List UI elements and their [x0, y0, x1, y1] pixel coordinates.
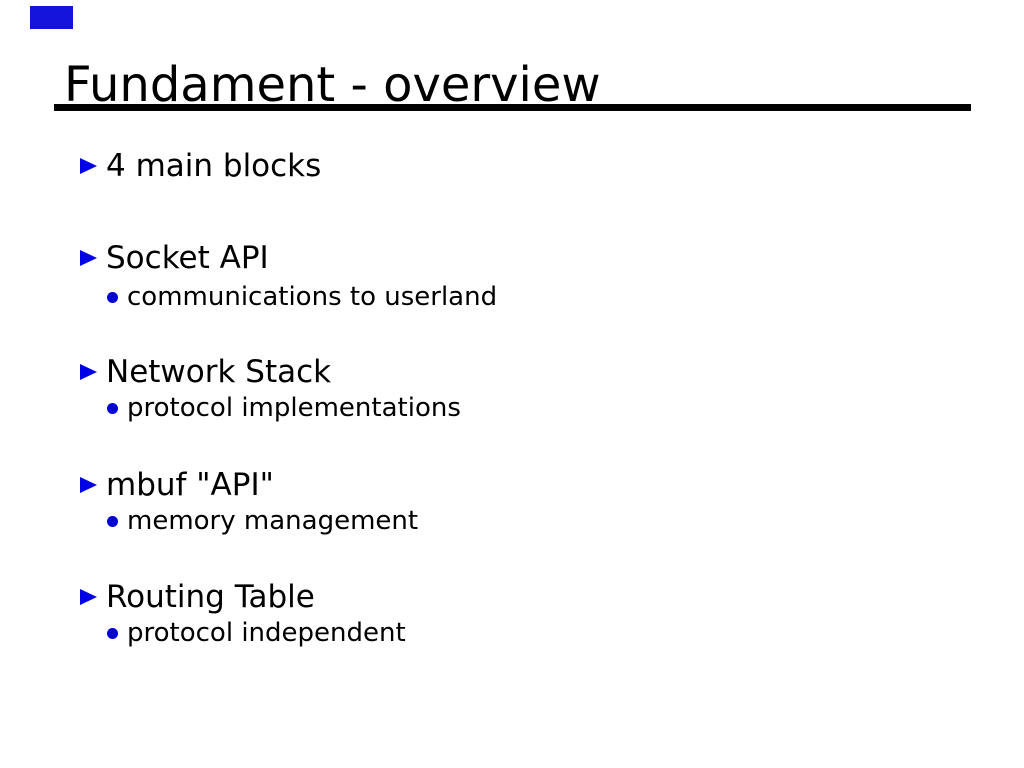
- triangle-bullet-icon: [80, 589, 97, 605]
- dot-bullet-icon: [107, 516, 118, 527]
- sub-bullet-item: communications to userland: [0, 281, 1024, 313]
- sub-bullet-label: protocol implementations: [127, 393, 461, 423]
- bullet-item: Routing Table: [0, 578, 1024, 616]
- bullet-item-label: Network Stack: [106, 354, 332, 390]
- triangle-bullet-icon: [80, 250, 97, 266]
- triangle-bullet-icon: [80, 158, 97, 174]
- sub-bullet-item: protocol implementations: [0, 392, 1024, 424]
- page-title: Fundament - overview: [64, 57, 601, 113]
- sub-bullet-item: protocol independent: [0, 617, 1024, 649]
- bullet-item-label: mbuf "API": [106, 467, 274, 503]
- bullet-item-label: Routing Table: [106, 579, 315, 615]
- triangle-bullet-icon: [80, 364, 97, 380]
- sub-bullet-label: memory management: [127, 506, 419, 536]
- sub-bullet-item: memory management: [0, 505, 1024, 537]
- dot-bullet-icon: [107, 292, 118, 303]
- bullet-item-label: Socket API: [106, 240, 269, 276]
- dot-bullet-icon: [107, 628, 118, 639]
- sub-bullet-label: communications to userland: [127, 282, 498, 312]
- bullet-item: Network Stack: [0, 353, 1024, 391]
- triangle-bullet-icon: [80, 477, 97, 493]
- corner-marker-square: [30, 6, 73, 29]
- bullet-item: Socket API: [0, 239, 1024, 277]
- bullet-item-label: 4 main blocks: [106, 148, 322, 184]
- dot-bullet-icon: [107, 403, 118, 414]
- bullet-item: 4 main blocks: [0, 147, 1024, 185]
- sub-bullet-label: protocol independent: [127, 618, 406, 648]
- title-underline-rule: [54, 104, 971, 111]
- bullet-item: mbuf "API": [0, 466, 1024, 504]
